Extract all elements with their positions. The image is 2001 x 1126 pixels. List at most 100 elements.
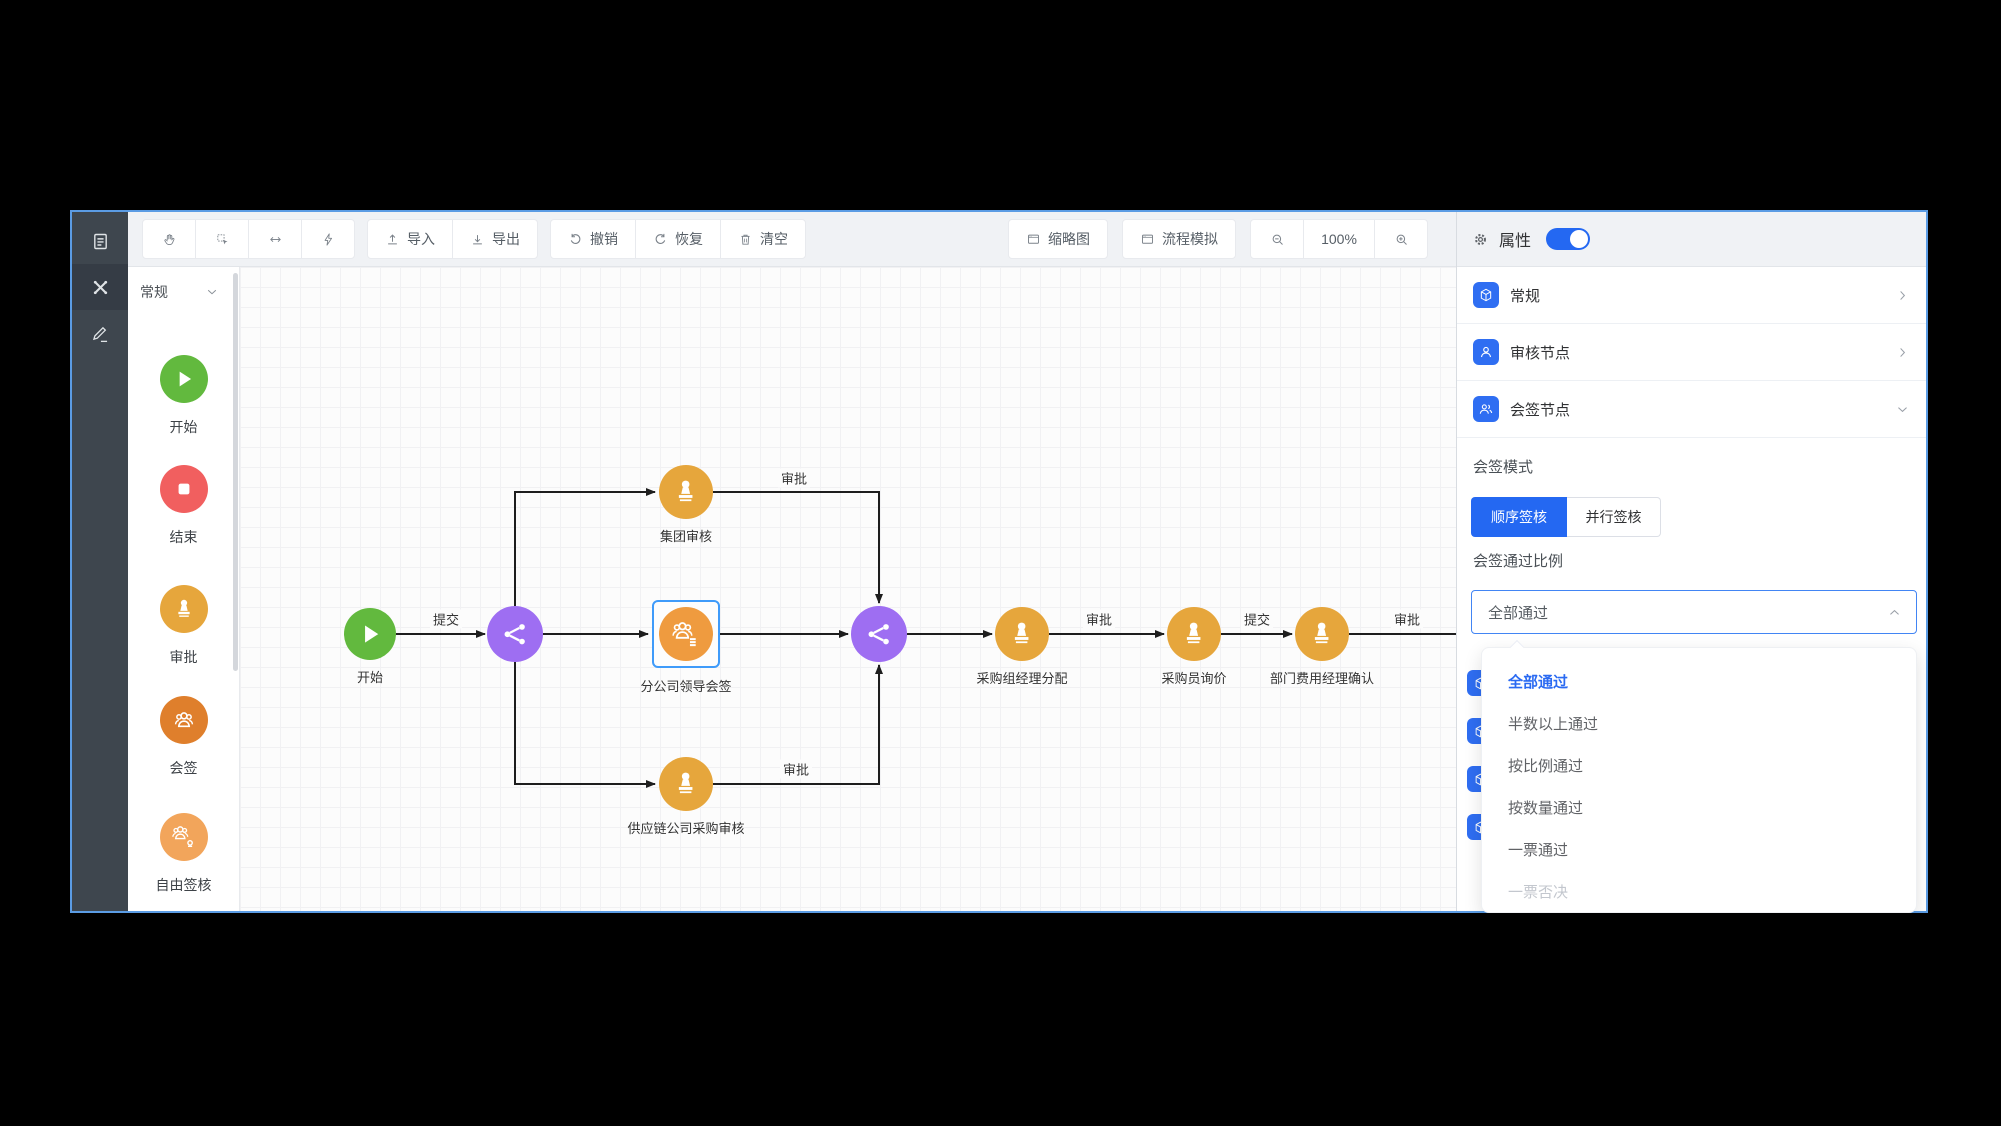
flow-node-gateway-1[interactable] xyxy=(487,606,543,662)
cursor-icon xyxy=(215,232,230,247)
sign-mode-option-并行签核[interactable]: 并行签核 xyxy=(1567,497,1661,537)
palette-item-开始[interactable]: 开始 xyxy=(128,355,239,437)
palette-node-circle xyxy=(159,813,208,861)
pencil-icon xyxy=(90,323,111,344)
activity-item-document-panel[interactable] xyxy=(72,218,128,264)
edge-label: 提交 xyxy=(429,609,463,629)
share-icon xyxy=(499,618,531,650)
flow-node-caigouyuan-xunjia[interactable] xyxy=(1167,607,1221,661)
palette-node-circle xyxy=(159,355,208,403)
simulate-button[interactable]: 流程模拟 xyxy=(1122,219,1236,259)
select-region-button[interactable] xyxy=(195,219,249,259)
stop-icon xyxy=(171,476,197,502)
activity-item-flow-panel[interactable] xyxy=(72,264,128,310)
properties-title: 属性 xyxy=(1499,233,1532,250)
toggle-knob xyxy=(1570,230,1589,248)
flow-edge[interactable] xyxy=(514,662,656,788)
palette-item-label: 审批 xyxy=(169,649,198,665)
flow-node-fengongsi-huiqian[interactable] xyxy=(659,607,713,661)
stamp-icon xyxy=(1006,618,1037,649)
cube-icon xyxy=(1478,287,1494,303)
redo-button[interactable]: 恢复 xyxy=(635,219,721,259)
node-label-jituan-shenhe: 集团审核 xyxy=(659,529,713,544)
toolbar-edit-group: 撤销 恢复 清空 xyxy=(550,219,806,259)
user-icon xyxy=(1478,344,1494,360)
flow-node-gateway-2[interactable] xyxy=(851,606,907,662)
dropdown-option-半数以上通过[interactable]: 半数以上通过 xyxy=(1508,715,1599,733)
upload-icon xyxy=(385,232,400,247)
palette-node-circle xyxy=(159,465,208,513)
prop-section-常规[interactable]: 常规 xyxy=(1457,267,1926,324)
flow-edge[interactable] xyxy=(713,664,883,785)
dropdown-option-按数量通过[interactable]: 按数量通过 xyxy=(1508,799,1584,817)
palette-group-header[interactable]: 常规 xyxy=(128,267,239,317)
chev-right-icon xyxy=(1895,288,1910,303)
flow-node-bumen-queren[interactable] xyxy=(1295,607,1349,661)
node-label-bumen-queren: 部门费用经理确认 xyxy=(1269,671,1375,686)
dropdown-option-全部通过[interactable]: 全部通过 xyxy=(1508,673,1569,691)
import-label: 导入 xyxy=(407,231,435,247)
prop-section-label: 会签节点 xyxy=(1510,401,1571,419)
palette-item-会签[interactable]: 会签 xyxy=(128,696,239,778)
toolbar-tools-group xyxy=(142,219,355,259)
undo-icon xyxy=(568,232,583,247)
chevron-up-icon xyxy=(1887,605,1902,620)
users-hand-icon xyxy=(171,824,197,850)
chev-down-icon xyxy=(1895,402,1910,417)
user-icon xyxy=(1473,339,1499,365)
palette-node-circle xyxy=(159,585,208,633)
gear-icon xyxy=(1471,230,1490,249)
flow-node-gongyinglian-shenhe[interactable] xyxy=(659,757,713,811)
zoom-in-button[interactable] xyxy=(1374,219,1428,259)
share-icon xyxy=(863,618,895,650)
palette-node-circle xyxy=(159,696,208,744)
activity-item-edit-panel[interactable] xyxy=(72,310,128,356)
zoom-out-button[interactable] xyxy=(1250,219,1304,259)
properties-header: 属性 xyxy=(1457,212,1926,267)
pan-hand-button[interactable] xyxy=(142,219,196,259)
zoom-out-icon xyxy=(1270,232,1285,247)
clear-button[interactable]: 清空 xyxy=(720,219,806,259)
export-label: 导出 xyxy=(492,231,520,247)
properties-toggle[interactable] xyxy=(1546,228,1591,250)
dropdown-option-按比例通过[interactable]: 按比例通过 xyxy=(1508,757,1584,775)
pass-ratio-select[interactable]: 全部通过 xyxy=(1471,590,1917,634)
flow-canvas[interactable]: 开始集团审核分公司领导会签供应链公司采购审核采购组经理分配采购员询价部门费用经理… xyxy=(240,267,1456,911)
flow-edge[interactable] xyxy=(514,488,656,606)
node-label-start: 开始 xyxy=(356,670,384,685)
edge-label: 提交 xyxy=(1240,609,1274,629)
redo-label: 恢复 xyxy=(675,231,703,247)
quick-action-button[interactable] xyxy=(301,219,355,259)
flow-edges-layer xyxy=(396,488,1456,788)
import-button[interactable]: 导入 xyxy=(367,219,453,259)
minimap-button[interactable]: 缩略图 xyxy=(1008,219,1108,259)
download-icon xyxy=(470,232,485,247)
palette-item-结束[interactable]: 结束 xyxy=(128,465,239,547)
undo-button[interactable]: 撤销 xyxy=(550,219,636,259)
flow-edge[interactable] xyxy=(713,491,883,604)
palette-scrollbar[interactable] xyxy=(233,273,238,671)
dropdown-option-一票否决: 一票否决 xyxy=(1508,883,1569,901)
palette-item-审批[interactable]: 审批 xyxy=(128,585,239,667)
sign-mode-option-顺序签核[interactable]: 顺序签核 xyxy=(1471,497,1567,537)
prop-section-label: 常规 xyxy=(1510,287,1541,305)
undo-label: 撤销 xyxy=(590,231,618,247)
stamp-icon xyxy=(670,476,701,507)
fit-view-button[interactable] xyxy=(248,219,302,259)
toolbar-io-group: 导入 导出 xyxy=(367,219,538,259)
flow-node-jituan-shenhe[interactable] xyxy=(659,465,713,519)
export-button[interactable]: 导出 xyxy=(452,219,538,259)
palette-item-label: 结束 xyxy=(169,529,198,545)
flow-node-caigouzu-fenpei[interactable] xyxy=(995,607,1049,661)
prop-section-审核节点[interactable]: 审核节点 xyxy=(1457,324,1926,381)
pass-ratio-label: 会签通过比例 xyxy=(1473,553,1564,570)
dropdown-option-一票通过[interactable]: 一票通过 xyxy=(1508,841,1569,859)
node-label-caigouyuan-xunjia: 采购员询价 xyxy=(1161,671,1227,686)
palette-item-自由签核[interactable]: 自由签核 xyxy=(128,813,239,895)
chev-right-icon xyxy=(1895,345,1910,360)
screen-icon xyxy=(1140,232,1155,247)
prop-section-会签节点[interactable]: 会签节点 xyxy=(1457,381,1926,438)
flow-node-start[interactable] xyxy=(344,608,396,660)
